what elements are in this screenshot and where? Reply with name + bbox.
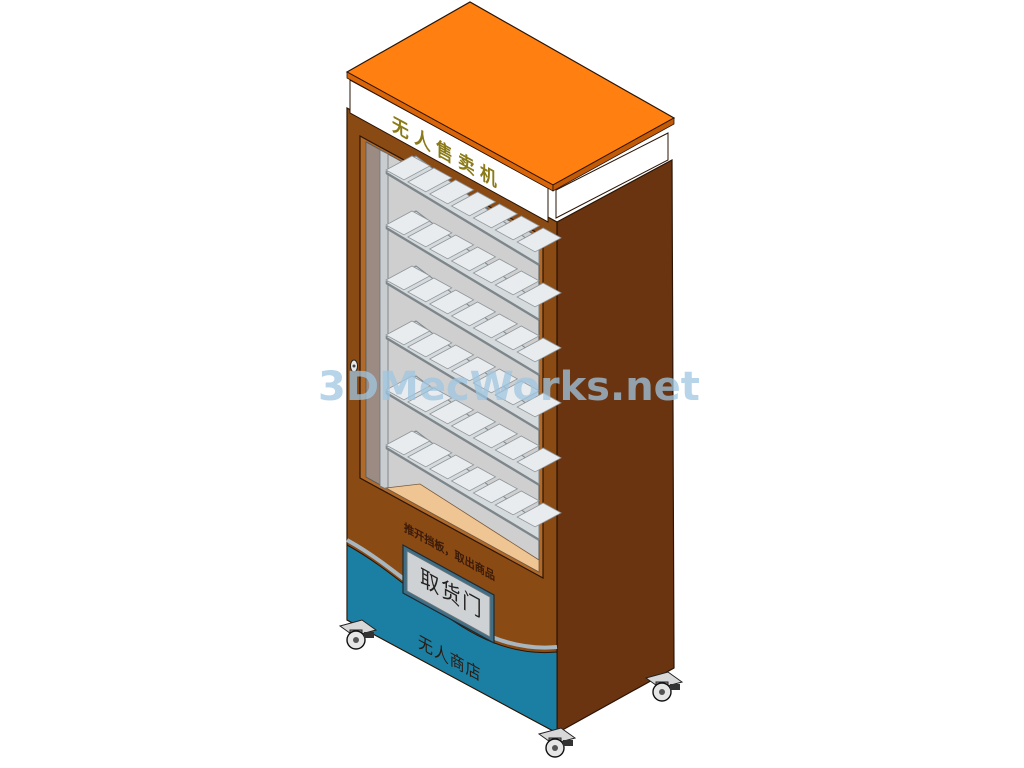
display-floor [384, 483, 540, 573]
shelf-slot [516, 337, 562, 363]
shelf-slot [494, 380, 541, 406]
shelf-slot [472, 423, 519, 449]
shelf-slot [385, 265, 431, 291]
cabinet-top-edge-side [552, 117, 675, 192]
lower-blue-band [346, 544, 558, 734]
shelf-slot [407, 222, 453, 248]
shelf-front-lip [385, 227, 540, 321]
shelf-slot [385, 155, 431, 181]
shelf-slot [516, 227, 562, 253]
shelf-slot [450, 356, 497, 382]
caster-wheel-icon [338, 619, 378, 650]
shelf-slot [516, 282, 562, 308]
shelf-slot [428, 234, 475, 260]
shelf-slot [450, 466, 497, 492]
shelf-slot [494, 215, 541, 241]
shelf-slot [516, 447, 562, 473]
watermark-text: 3DMecWorks.net [318, 364, 700, 410]
shelf-rail [379, 149, 389, 491]
shelf-slot [494, 325, 541, 351]
shelf-slot [450, 246, 497, 272]
shelf-slot [494, 270, 541, 296]
shelf-slot [450, 301, 497, 327]
door-lock-icon[interactable] [350, 359, 358, 373]
shelf-slot [450, 411, 497, 437]
shelf-slot [407, 332, 453, 358]
shelf-front-lip [385, 172, 540, 266]
shelf-slot [516, 392, 562, 418]
cabinet-side-panel [556, 158, 675, 735]
shelf-slot [428, 454, 475, 480]
caster-wheel-icon [644, 671, 684, 702]
shelf-slot [472, 203, 519, 229]
side-sign-panel [555, 132, 669, 219]
shelf-slot [407, 277, 453, 303]
shelf-slot [407, 442, 453, 468]
shelf-slot [472, 478, 519, 504]
shelf-front-lip [385, 282, 540, 376]
shelf-front-lip [385, 392, 540, 486]
caster-wheel-icon [537, 727, 577, 758]
shelf-slot [385, 320, 431, 346]
product-shelves [384, 155, 562, 541]
shelf-slot [407, 387, 453, 413]
shelf-slot [407, 167, 453, 193]
shelf-slot [494, 490, 541, 516]
shelf-slot [428, 179, 475, 205]
shelf-slot [472, 313, 519, 339]
shelf-slot [428, 399, 475, 425]
caster-wheels [338, 619, 684, 758]
shelf-slot [494, 435, 541, 461]
shelf-slot [428, 289, 475, 315]
pickup-door[interactable] [406, 550, 491, 638]
shelf-front-lip [385, 447, 540, 541]
shelf-slot [428, 344, 475, 370]
shelf-slot [516, 502, 562, 528]
shelf-slot [385, 430, 431, 456]
shelf-slot [472, 368, 519, 394]
shelf-slot [385, 375, 431, 401]
shelf-slot [385, 210, 431, 236]
shelf-slot [450, 191, 497, 217]
shelf-front-lip [385, 337, 540, 431]
shelf-slot [472, 258, 519, 284]
